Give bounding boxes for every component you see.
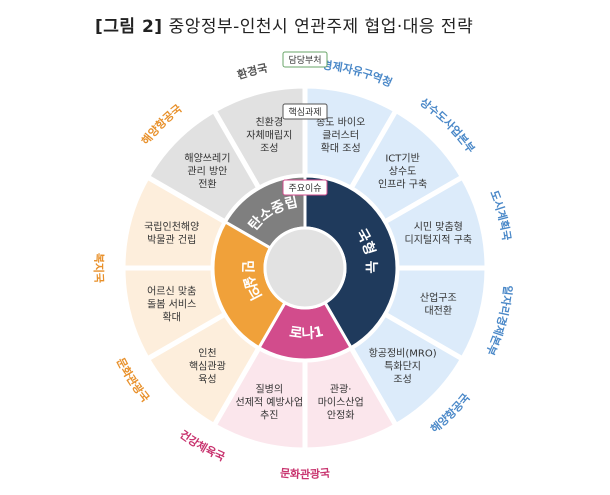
task-label-line: 조성 (393, 374, 411, 386)
task-label-line: 선제적 예방사업 (236, 395, 304, 408)
task-label-line: 마이스산업 (318, 395, 364, 408)
figure-label: [그림 2] (95, 17, 163, 37)
figure-title-text: 중앙정부-인천시 연관주제 협업·대응 전략 (168, 17, 474, 37)
task-label-line: 관리 방안 (187, 165, 227, 177)
ministry-label-path: 건강체육국 (177, 427, 227, 464)
task-label-line: 인프라 구축 (378, 178, 427, 190)
task-label-line: 전환 (198, 178, 216, 190)
task-label-line: 친환경 (255, 116, 283, 129)
task-label-line: 확대 조성 (321, 143, 361, 155)
ministry-label-health: 건강체육국 (177, 427, 227, 464)
task-label-line: 육성 (198, 374, 216, 386)
task-label-line: 해양쓰레기 (184, 151, 230, 164)
task-label-line: 시민 맞춤형 (414, 221, 463, 233)
ministry-label-path: 문화관광국 (279, 467, 330, 481)
task-label-line: 상수도 (389, 165, 417, 177)
task-label-line: 항공정비(MRO) (369, 348, 437, 360)
ring-label-core-tasks-text: 핵심과제 (288, 106, 321, 118)
task-label-line: 박물관 건립 (147, 233, 196, 246)
ring-label-main-issues: 주요이슈 (282, 179, 328, 196)
ministry-label-path: 경제자유구역청 (322, 58, 395, 90)
ministry-label-path: 일자리경제본부 (483, 285, 515, 358)
ministry-label-path: 복지국 (92, 253, 106, 284)
ministry-label-urban: 도시계획국 (487, 189, 513, 242)
task-label-line: 디지털지적 구축 (405, 234, 473, 246)
task-label-line: ICT기반 (385, 152, 419, 164)
task-label-line: 송도 바이오 (316, 117, 365, 129)
task-label-line: 확대 (162, 312, 180, 324)
ring-label-core-tasks-box (282, 103, 328, 120)
ring-label-core-tasks: 핵심과제 (282, 103, 328, 120)
center-hub (263, 226, 347, 310)
task-label-line: 안정화 (327, 409, 355, 421)
task-label-line: 특화단지 (384, 361, 421, 373)
ministry-label-fez: 경제자유구역청 (322, 58, 395, 90)
task-label-line: 인천 (198, 348, 216, 360)
task-label-line: 관광· (330, 383, 352, 395)
task-label-line: 돌봄 서비스 (147, 299, 196, 311)
task-label-line: 클러스터 (322, 130, 359, 142)
ministry-label-path: 문화관광국 (114, 356, 152, 405)
ministry-label-culture2: 문화관광국 (114, 356, 152, 405)
ring-label-main-issues-text: 주요이슈 (288, 183, 321, 194)
task-label-line: 산업구조 (420, 291, 457, 304)
ministry-label-env: 환경국 (235, 62, 268, 82)
task-label-line: 추진 (260, 409, 278, 421)
task-label-line: 조성 (260, 143, 278, 155)
task-label-line: 질병의 (255, 383, 283, 395)
task-label-line: 대전환 (424, 305, 452, 317)
task-label-line: 국립인천해양 (144, 220, 199, 233)
task-label-line: 어르신 맞춤 (147, 286, 196, 298)
task-label-line: 자체매립지 (246, 129, 292, 142)
task-label-line: 핵심관광 (189, 361, 226, 373)
ring-label-ministries-text: 담당부처 (288, 54, 321, 66)
ring-label-ministries-box (282, 51, 328, 68)
ministry-label-welfare: 복지국 (92, 253, 106, 284)
ring-label-ministries: 담당부처 (282, 51, 328, 68)
figure-title: [그림 2]중앙정부-인천시 연관주제 협업·대응 전략 (95, 12, 473, 37)
ministry-label-path: 도시계획국 (487, 189, 513, 242)
ring-label-main-issues-box (282, 179, 328, 196)
ministry-label-culture: 문화관광국 (279, 467, 330, 481)
ministry-label-path: 환경국 (235, 62, 268, 82)
ministry-label-jobs: 일자리경제본부 (483, 285, 515, 358)
